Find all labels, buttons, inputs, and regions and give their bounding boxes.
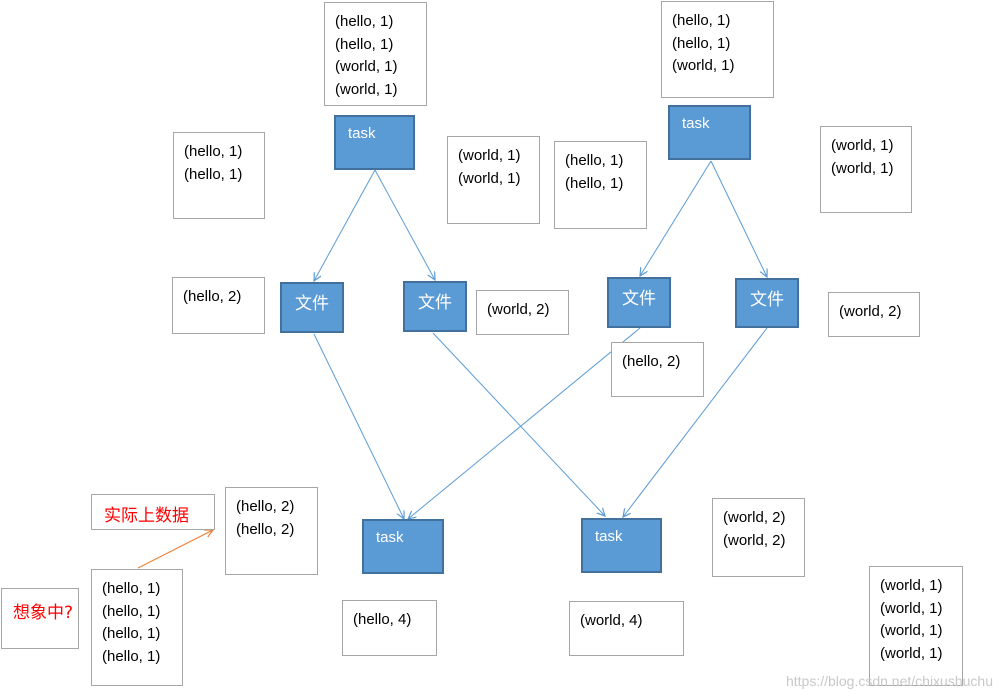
kv-box-world-4: (world, 4) (569, 601, 684, 656)
kv-line: (hello, 1) (335, 13, 394, 30)
note-actual-data: 实际上数据 (91, 494, 215, 530)
file-node-3: 文件 (607, 277, 671, 328)
task-label: task (348, 125, 376, 142)
kv-box-hello-4: (hello, 4) (342, 600, 437, 656)
kv-line: (hello, 1) (184, 165, 243, 183)
kv-line: (world, 2) (487, 301, 550, 318)
file-label: 文件 (295, 294, 329, 314)
file-node-1: 文件 (280, 282, 344, 333)
file-node-4: 文件 (735, 278, 799, 328)
kv-box-hello-2-b: (hello, 2) (611, 342, 704, 397)
edge-imagined-to-actual (137, 530, 213, 569)
edge-task1-file2 (374, 169, 435, 280)
kv-line: (hello, 1) (102, 625, 161, 642)
kv-line: (hello, 2) (236, 520, 295, 538)
kv-box-hello-2-a: (hello, 2) (172, 277, 265, 334)
edge-file4-task4 (623, 327, 768, 517)
kv-box-top-left: (hello, 1) (hello, 1) (world, 1) (world,… (324, 2, 427, 106)
edge-file3-task3 (408, 327, 641, 519)
file-label: 文件 (418, 293, 452, 313)
kv-box-world-1-x4: (world, 1) (world, 1) (world, 1) (world,… (869, 566, 963, 686)
file-label: 文件 (622, 289, 656, 309)
kv-line: (world, 1) (880, 577, 943, 594)
edge-task1-file1 (314, 169, 376, 281)
kv-box-hello-1-x4: (hello, 1) (hello, 1) (hello, 1) (hello,… (91, 569, 183, 686)
kv-box-hello-2-2: (hello, 2) (hello, 2) (225, 487, 318, 575)
kv-box-top-right: (hello, 1) (hello, 1) (world, 1) (661, 1, 774, 98)
kv-line: (hello, 4) (353, 611, 412, 628)
kv-line: (hello, 1) (102, 580, 161, 597)
kv-line: (hello, 2) (183, 288, 242, 305)
task-node-1: task (334, 115, 415, 170)
task-node-2: task (668, 105, 751, 160)
file-label: 文件 (750, 290, 784, 310)
kv-box-world-2-b: (world, 2) (828, 292, 920, 337)
kv-box-world-2-2: (world, 2) (world, 2) (712, 498, 805, 577)
kv-box-world-2-a: (world, 2) (476, 290, 569, 335)
kv-line: (world, 1) (458, 169, 521, 187)
kv-line: (world, 4) (580, 612, 643, 629)
kv-line: (world, 1) (880, 644, 943, 662)
file-node-2: 文件 (403, 281, 467, 332)
kv-box-hello-1-a: (hello, 1) (hello, 1) (173, 132, 265, 219)
kv-line: (world, 1) (880, 599, 943, 617)
edge-file2-task4 (432, 332, 605, 516)
edge-task2-file3 (640, 160, 712, 276)
task-label: task (376, 529, 404, 546)
kv-box-world-1-b: (world, 1) (world, 1) (820, 126, 912, 213)
edge-file1-task3 (313, 333, 404, 519)
kv-line: (hello, 1) (335, 35, 394, 53)
kv-line: (world, 1) (672, 57, 735, 74)
kv-line: (world, 2) (839, 303, 902, 320)
edge-task2-file4 (710, 160, 767, 277)
kv-line: (hello, 1) (672, 34, 731, 52)
kv-line: (hello, 1) (565, 174, 624, 192)
kv-line: (hello, 2) (622, 353, 681, 370)
kv-line: (world, 1) (831, 159, 894, 177)
kv-box-world-1-a: (world, 1) (world, 1) (447, 136, 540, 224)
kv-line: (hello, 2) (236, 498, 295, 515)
task-node-4: task (581, 518, 662, 573)
task-label: task (682, 115, 710, 132)
kv-line: (world, 2) (723, 509, 786, 526)
note-actual-text: 实际上数据 (104, 506, 189, 526)
kv-line: (hello, 1) (102, 647, 161, 665)
kv-line: (hello, 1) (184, 143, 243, 160)
note-imagined-text: 想象中? (13, 603, 74, 623)
watermark: https://blog.csdn.net/chixushuchu (785, 673, 993, 689)
kv-line: (world, 1) (458, 147, 521, 164)
kv-line: (world, 1) (335, 58, 398, 75)
kv-box-hello-1-b: (hello, 1) (hello, 1) (554, 141, 647, 229)
kv-line: (world, 2) (723, 531, 786, 549)
task-label: task (595, 528, 623, 545)
note-imagined: 想象中? (1, 588, 79, 649)
task-node-3: task (362, 519, 444, 574)
kv-line: (hello, 1) (565, 152, 624, 169)
kv-line: (world, 1) (335, 80, 398, 98)
kv-line: (hello, 1) (672, 12, 731, 29)
kv-line: (world, 1) (880, 622, 943, 639)
kv-line: (world, 1) (831, 137, 894, 154)
kv-line: (hello, 1) (102, 602, 161, 620)
